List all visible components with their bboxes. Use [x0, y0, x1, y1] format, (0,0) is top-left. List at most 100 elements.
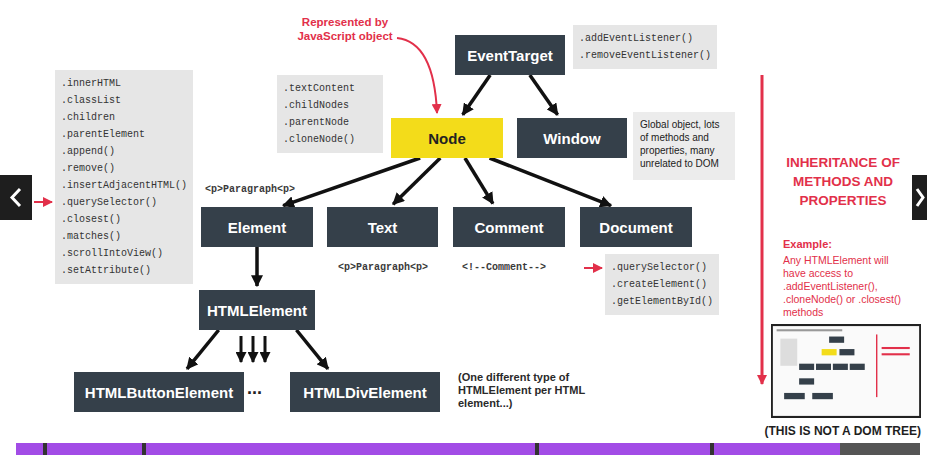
method-name: .querySelector(): [61, 194, 187, 211]
method-name: .createElement(): [611, 276, 713, 293]
thumbnail-heading: [882, 353, 910, 355]
thumbnail-box: [816, 364, 831, 370]
inheritance-arrow: [393, 158, 440, 204]
thumbnail-box: [829, 337, 844, 343]
box-label: Text: [368, 219, 398, 236]
footer-note: (THIS IS NOT A DOM TREE): [765, 424, 921, 438]
thumbnail-box: [812, 393, 833, 399]
ellipsis: ...: [247, 378, 262, 398]
nav-button: [0, 175, 32, 220]
pointer-arrow: [584, 267, 602, 269]
progress-marker: [142, 443, 146, 455]
slide-thumbnail: [771, 324, 921, 418]
example-text: Any HTMLElement will have access to .add…: [783, 254, 913, 319]
method-name: .innerHTML: [61, 75, 187, 92]
thumbnail-heading: [777, 329, 843, 331]
class-box: HTMLButtonElement: [74, 372, 244, 412]
thumbnail-box: [784, 393, 805, 399]
method-name: .cloneNode(): [283, 131, 377, 148]
inheritance-arrow: [530, 75, 558, 115]
inheritance-arrow: [490, 158, 611, 206]
method-name: .setAttribute(): [61, 262, 187, 279]
pointer-arrow: [34, 201, 52, 203]
thumbnail-box: [839, 349, 854, 355]
nav-button: [912, 175, 927, 220]
method-list-box: .innerHTML.classList.children.parentElem…: [55, 70, 193, 284]
method-name: .parentElement: [61, 126, 187, 143]
method-name: .matches(): [61, 228, 187, 245]
class-box: Text: [327, 207, 438, 247]
class-box: EventTarget: [455, 35, 565, 75]
method-list-box: .querySelector().createElement().getElem…: [605, 254, 719, 315]
class-box: Element: [201, 207, 313, 247]
thumbnail-box: [780, 339, 797, 366]
method-name: .textContent: [283, 80, 377, 97]
box-label: Node: [428, 130, 466, 147]
class-box: HTMLElement: [199, 290, 315, 330]
thumbnail-frame: [771, 324, 921, 418]
method-name: .classList: [61, 92, 187, 109]
nav-chevron: [12, 189, 20, 206]
method-name: .childNodes: [283, 97, 377, 114]
note-box: Global object, lots of methods and prope…: [633, 112, 735, 180]
thumbnail-box: [833, 364, 848, 370]
method-list-box: .textContent.childNodes.parentNode.clone…: [277, 75, 383, 153]
class-box: HTMLDivElement: [290, 372, 440, 412]
inheritance-arrow: [187, 330, 219, 369]
box-label: HTMLElement: [207, 302, 307, 319]
box-label: Element: [228, 219, 286, 236]
box-label: Window: [543, 130, 600, 147]
method-name: .children: [61, 109, 187, 126]
box-label: Comment: [474, 219, 543, 236]
thumbnail-arrow: [876, 334, 877, 397]
progress-marker: [535, 443, 539, 455]
nav-chevron: [917, 189, 923, 206]
thumbnail-heading: [882, 347, 910, 349]
html-example: <!--Comment-->: [462, 261, 546, 274]
method-name: .scrollIntoView(): [61, 245, 187, 262]
method-name: .insertAdjacentHTML(): [61, 177, 187, 194]
method-name: .parentNode: [283, 114, 377, 131]
box-label: Document: [599, 219, 672, 236]
class-box: Window: [517, 118, 627, 158]
box-label: EventTarget: [467, 47, 553, 64]
subclass-arrow: [240, 336, 243, 362]
section-heading: INHERITANCE OF METHODS AND PROPERTIES: [770, 153, 916, 210]
class-box: Comment: [453, 207, 565, 247]
thumbnail-box: [850, 364, 865, 370]
progress-marker: [710, 443, 714, 455]
class-box-highlight: Node: [391, 118, 503, 158]
inheritance-arrow: [296, 330, 328, 369]
side-note: (One different type of HTMLElement per H…: [458, 371, 596, 410]
inheritance-arrow: [463, 75, 490, 115]
method-list-box: .addEventListener().removeEventListener(…: [573, 25, 717, 69]
subclass-arrow: [252, 336, 255, 362]
method-name: .closest(): [61, 211, 187, 228]
pointer-arrow: [397, 38, 437, 113]
progress-bar-rest: [840, 443, 920, 455]
progress-marker: [43, 443, 47, 455]
method-name: .removeEventListener(): [579, 47, 711, 64]
method-name: .remove(): [61, 160, 187, 177]
thumbnail-box: [822, 349, 837, 355]
callout-note: Represented by JavaScript object: [296, 15, 394, 43]
html-example: <p>Paragraph<p>: [338, 261, 428, 274]
progress-bar: [16, 443, 840, 455]
method-name: .addEventListener(): [579, 30, 711, 47]
thumbnail-box: [799, 364, 814, 370]
subclass-arrow: [264, 336, 267, 362]
inheritance-arrow: [465, 158, 493, 204]
thumbnail-box: [799, 378, 814, 384]
class-box: Document: [580, 207, 692, 247]
thumbnail-ground: [773, 326, 919, 416]
box-label: HTMLButtonElement: [85, 384, 233, 401]
method-name: .querySelector(): [611, 259, 713, 276]
box-label: HTMLDivElement: [303, 384, 426, 401]
method-name: .getElementById(): [611, 293, 713, 310]
inheritance-arrow: [761, 75, 764, 384]
method-name: .append(): [61, 143, 187, 160]
note-text: Global object, lots of methods and prope…: [640, 118, 728, 170]
inheritance-arrow: [255, 247, 259, 286]
example-heading: Example:: [783, 238, 832, 251]
